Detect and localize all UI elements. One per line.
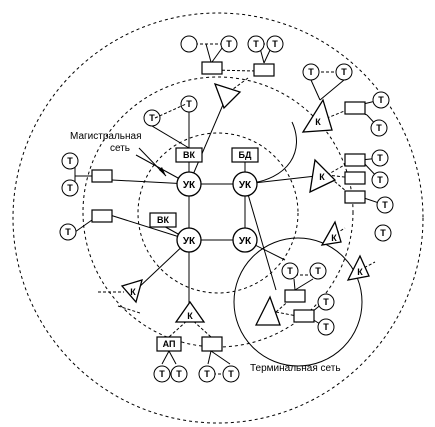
concentrator-label: К — [187, 311, 193, 321]
terminal-label: Т — [176, 369, 182, 379]
concentrator-triangle-small — [346, 254, 370, 281]
terminal-label: Т — [323, 297, 329, 307]
terminal-label: Т — [341, 67, 347, 77]
terminal-circle — [309, 262, 327, 280]
terminal-label: Т — [186, 99, 192, 109]
terminal-circle — [371, 171, 389, 189]
terminal-label: Т — [315, 266, 321, 276]
terminal-label: Т — [382, 200, 388, 210]
terminal-circle — [220, 35, 238, 53]
outer-network-boundary — [12, 12, 424, 424]
terminal-circle — [317, 293, 335, 311]
equipment-box — [91, 209, 113, 223]
backbone-switch-sw — [176, 227, 202, 253]
terminal-label: Т — [376, 123, 382, 133]
concentrator-triangle-bottom — [174, 300, 206, 323]
equipment-box — [91, 169, 113, 183]
terminal-circle — [170, 365, 188, 383]
terminal-circle — [370, 119, 388, 137]
terminal-circle — [222, 365, 240, 383]
terminal-label: Т — [67, 156, 73, 166]
concentrator-triangle-right-upper — [301, 98, 333, 133]
terminal-circle — [281, 262, 299, 280]
terminal-label: Т — [380, 228, 386, 238]
host-box-vk-mid — [149, 212, 177, 228]
terminal-label: Т — [149, 113, 155, 123]
terminal-circle — [61, 152, 79, 170]
terminal-circle — [371, 149, 389, 167]
equipment-box — [284, 289, 306, 303]
terminal-network-caption: Терминальная сеть — [250, 363, 341, 374]
terminal-label: Т — [378, 95, 384, 105]
terminal-label: Т — [226, 39, 232, 49]
terminal-circle — [317, 318, 335, 336]
backbone-caption: Магистральная — [70, 131, 141, 142]
backbone-switch-se — [232, 227, 258, 253]
equipment-box — [293, 309, 315, 323]
terminal-label: Т — [272, 39, 278, 49]
terminal-label: Т — [65, 227, 71, 237]
equipment-box — [201, 336, 223, 352]
terminal-label: Т — [228, 369, 234, 379]
terminal-circle — [198, 365, 216, 383]
subscriber-point-box — [156, 336, 182, 352]
database-box — [231, 147, 259, 163]
backbone-boundary — [137, 132, 299, 294]
host-computer-label: ВК — [157, 215, 169, 225]
backbone-switch-ne — [232, 171, 258, 197]
terminal-label: Т — [204, 369, 210, 379]
terminal-label: Т — [67, 183, 73, 193]
concentrator-triangle-right-mid — [309, 158, 337, 194]
switch-label: УК — [239, 236, 252, 247]
equipment-box — [253, 63, 275, 77]
concentrator-triangle-terminal — [254, 295, 281, 326]
terminal-circle — [266, 35, 284, 53]
terminal-label: Т — [377, 175, 383, 185]
terminal-circle — [374, 224, 392, 242]
concentrator-triangle-left — [120, 279, 143, 304]
equipment-box — [344, 190, 366, 204]
terminal-label: Т — [308, 67, 314, 77]
terminal-label: Т — [287, 266, 293, 276]
equipment-box — [201, 61, 223, 75]
terminal-circle — [335, 63, 353, 81]
backbone-switch-nw — [176, 171, 202, 197]
concentrator-label: К — [331, 233, 337, 243]
terminal-label: Т — [159, 369, 165, 379]
subscriber-point-label: АП — [163, 339, 176, 349]
terminal-circle — [376, 196, 394, 214]
switch-label: УК — [239, 180, 252, 191]
concentrator-label: К — [315, 117, 321, 127]
terminal-label: Т — [323, 322, 329, 332]
equipment-box — [344, 101, 366, 115]
equipment-box — [344, 153, 366, 167]
host-computer-label: ВК — [183, 150, 195, 160]
equipment-box — [344, 171, 366, 185]
terminal-label: Т — [377, 153, 383, 163]
terminal-circle — [302, 63, 320, 81]
database-label: БД — [239, 150, 252, 160]
concentrator-triangle-top — [213, 82, 242, 110]
terminal-circle — [153, 365, 171, 383]
concentrator-triangle-small — [320, 220, 342, 246]
terminal-label: Т — [253, 39, 259, 49]
switch-label: УК — [183, 180, 196, 191]
terminal-circle — [61, 179, 79, 197]
concentrator-label: К — [130, 287, 136, 297]
terminal-circle — [372, 91, 390, 109]
terminal-circle — [59, 223, 77, 241]
concentrator-label: К — [319, 172, 325, 182]
terminal-network-boundary — [233, 237, 363, 367]
terminal-circle-blank — [180, 35, 198, 53]
terminal-circle — [247, 35, 265, 53]
switch-label: УК — [183, 236, 196, 247]
concentrator-label: К — [357, 267, 363, 277]
backbone-caption-line2: сеть — [110, 143, 130, 154]
